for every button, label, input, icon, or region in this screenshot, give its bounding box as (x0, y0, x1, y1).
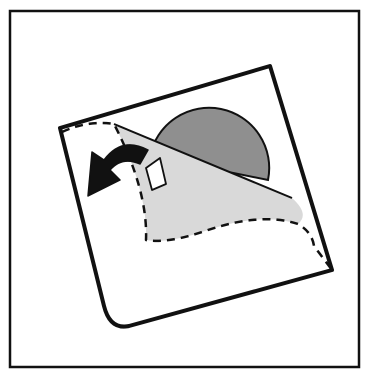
peeled-layer (114, 124, 303, 241)
peel-tab (145, 157, 167, 191)
dashed-backing-outline (61, 121, 333, 271)
peel-direction-arrow (87, 144, 149, 197)
peeled-layer-edge (113, 123, 293, 199)
